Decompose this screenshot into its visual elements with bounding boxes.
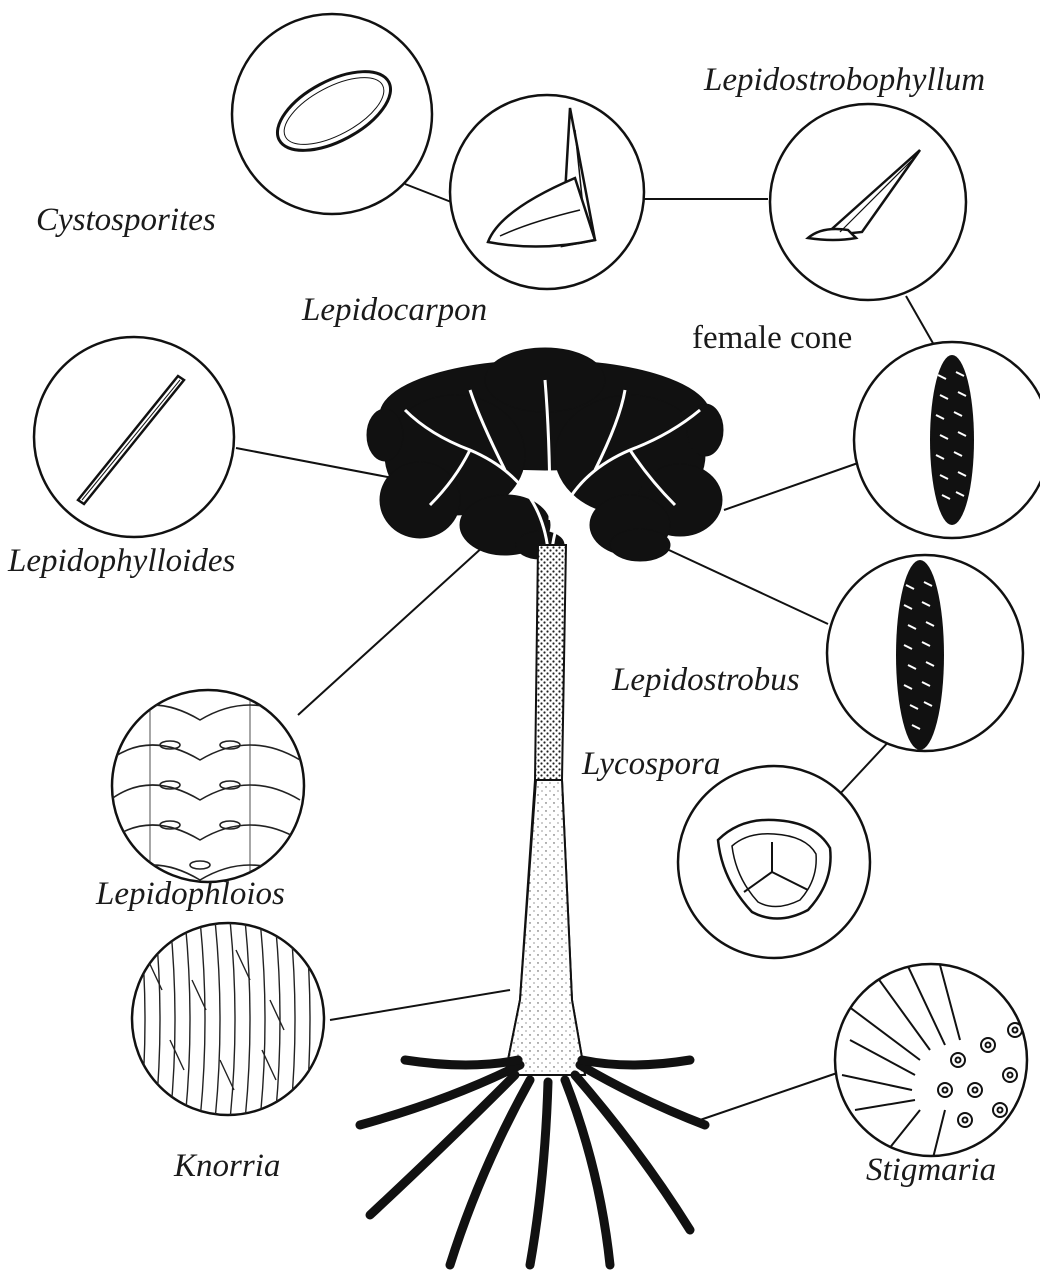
lycospora-circle xyxy=(678,766,870,958)
lepidostrobophyllum-circle xyxy=(770,104,966,300)
tree-roots xyxy=(360,1060,705,1265)
lepidophylloides-circle xyxy=(34,337,234,537)
label-knorria: Knorria xyxy=(174,1150,280,1183)
cystosporites-circle xyxy=(232,14,432,214)
label-stigmaria: Stigmaria xyxy=(866,1154,996,1187)
lepidostrobus-circle xyxy=(827,555,1023,751)
label-female-cone: female cone xyxy=(692,322,852,355)
female-cone-circle xyxy=(854,342,1040,538)
label-lycospora: Lycospora xyxy=(582,748,720,781)
label-cystosporites: Cystosporites xyxy=(36,204,216,237)
label-lepidophloios: Lepidophloios xyxy=(96,878,285,911)
lepidocarpon-circle xyxy=(450,95,644,289)
lepidophloios-circle xyxy=(110,690,304,890)
label-lepidostrobophyllum: Lepidostrobophyllum xyxy=(704,64,985,97)
knorria-circle xyxy=(132,920,324,1120)
label-lepidophylloides: Lepidophylloides xyxy=(8,545,235,578)
label-lepidostrobus: Lepidostrobus xyxy=(612,664,800,697)
label-lepidocarpon: Lepidocarpon xyxy=(302,294,487,327)
stigmaria-circle xyxy=(835,960,1027,1170)
